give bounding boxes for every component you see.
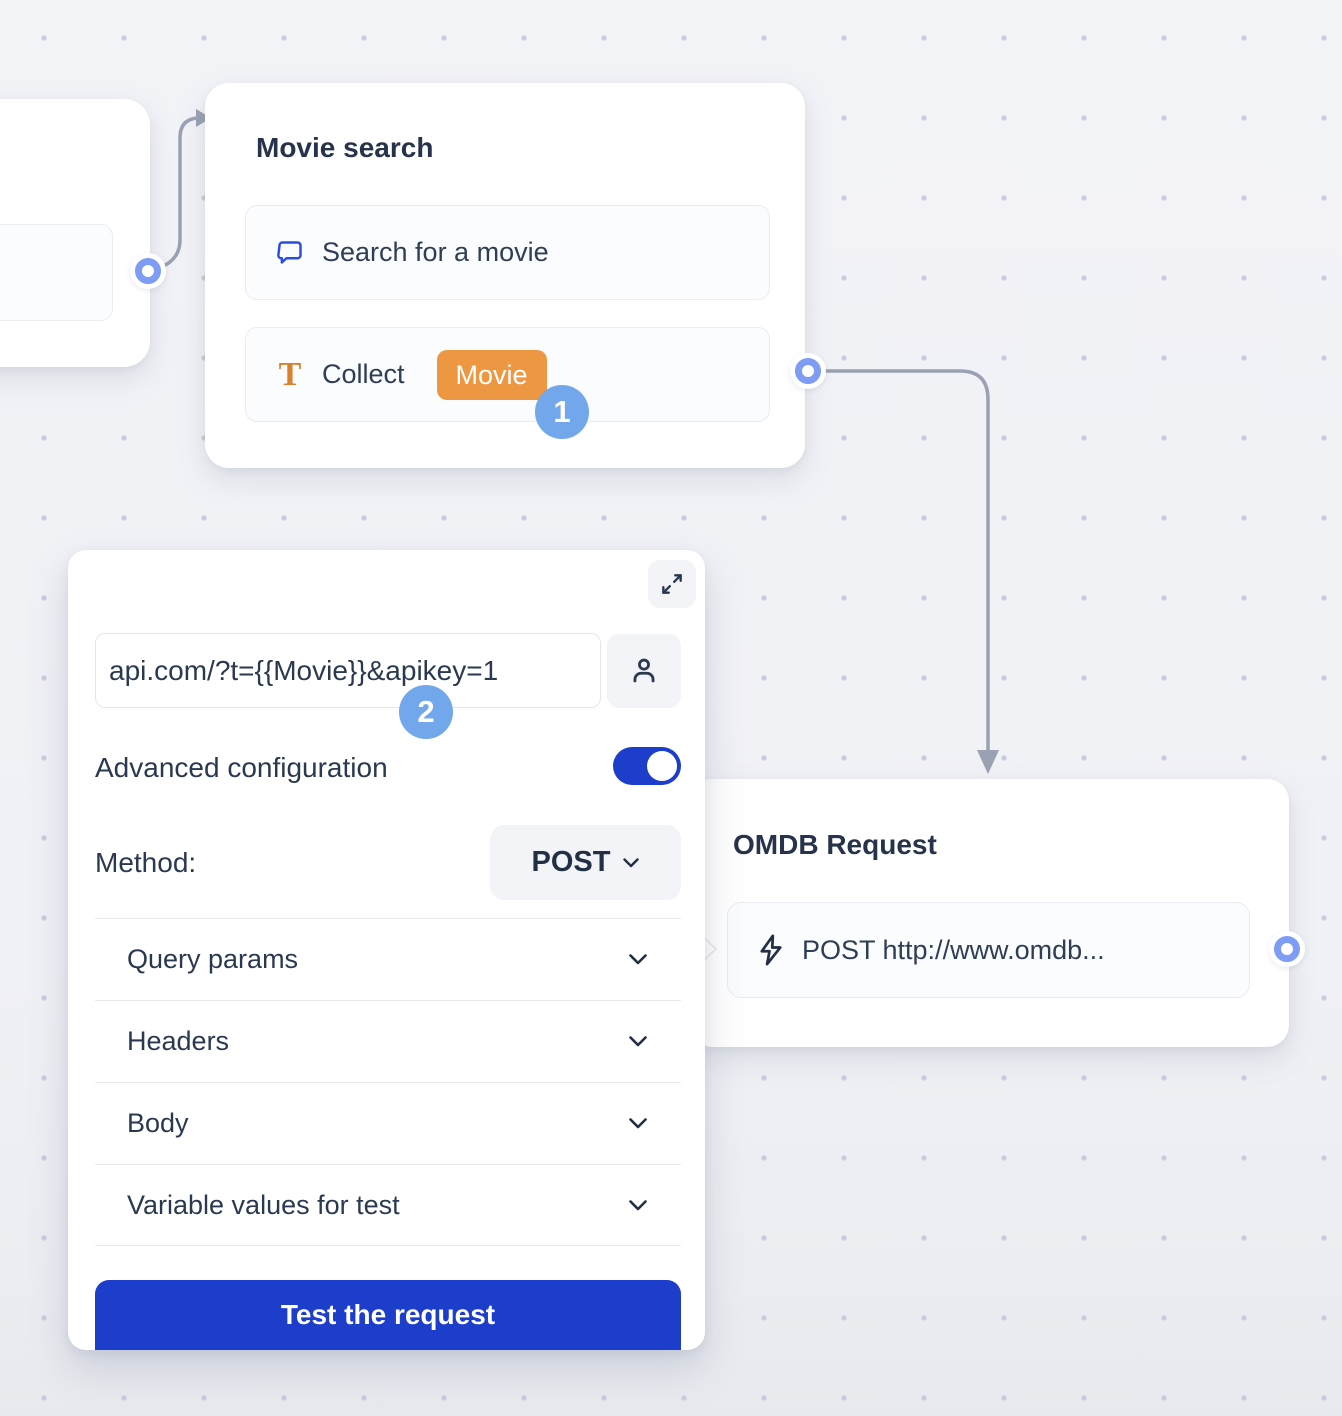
section-label: Variable values for test — [127, 1189, 400, 1220]
port-dot-icon — [1274, 936, 1300, 962]
advanced-configuration-toggle[interactable] — [613, 747, 681, 785]
method-value: POST — [531, 846, 611, 878]
expand-icon — [662, 574, 682, 594]
expand-button[interactable] — [648, 560, 696, 608]
chevron-down-icon — [629, 954, 647, 965]
text-collect-icon: T — [278, 355, 302, 393]
movie-search-output-port[interactable] — [790, 353, 826, 389]
input-notch-icon — [702, 936, 717, 962]
advanced-configuration-label: Advanced configuration — [95, 752, 388, 783]
url-input[interactable]: api.com/?t={{Movie}}&apikey=1 — [95, 633, 601, 708]
variable-badge[interactable]: Movie — [436, 349, 547, 400]
section-variable-values[interactable]: Variable values for test — [95, 1164, 681, 1246]
webhook-config-panel: api.com/?t={{Movie}}&apikey=1 Advanced c… — [68, 550, 705, 1350]
connector-left-to-movie — [159, 116, 202, 269]
port-dot-icon — [795, 358, 821, 384]
block-collect-input[interactable]: T Collect Movie — [245, 327, 770, 422]
collapsible-sections: Query params Headers Body Variable value… — [95, 918, 681, 1246]
chat-bubble-icon — [277, 240, 302, 264]
method-select[interactable]: POST — [490, 825, 681, 900]
chevron-down-icon — [629, 1118, 647, 1129]
section-label: Body — [127, 1108, 189, 1138]
port-dot-icon — [135, 258, 161, 284]
chevron-down-icon — [629, 1199, 647, 1210]
section-label: Headers — [127, 1026, 230, 1056]
section-body[interactable]: Body — [95, 1082, 681, 1164]
person-icon — [633, 658, 655, 683]
chevron-down-icon — [623, 857, 640, 867]
section-label: Query params — [127, 944, 299, 974]
previous-node-block[interactable] — [0, 224, 113, 321]
chevron-down-icon — [629, 1036, 647, 1047]
node-title: OMDB Request — [733, 829, 937, 860]
section-query-params[interactable]: Query params — [95, 918, 681, 1000]
node-title: Movie search — [256, 132, 434, 163]
connector-movie-to-omdb — [824, 369, 990, 753]
lightning-icon — [760, 934, 782, 966]
step-badge-2: 2 — [399, 685, 453, 739]
block-label: Search for a movie — [322, 237, 549, 267]
toggle-knob — [647, 751, 677, 781]
user-variables-button[interactable] — [607, 634, 681, 708]
movie-search-node-card[interactable]: Movie search Search for a movie T Collec… — [205, 83, 805, 468]
output-port[interactable] — [130, 253, 166, 289]
step-badge-1: 1 — [535, 385, 589, 439]
arrowhead-down-icon — [977, 750, 999, 774]
block-label: POST http://www.omdb... — [802, 934, 1105, 965]
test-request-button[interactable]: Test the request — [95, 1280, 681, 1350]
block-send-message[interactable]: Search for a movie — [245, 205, 770, 300]
omdb-request-node-card[interactable]: OMDB Request POST http://www.omdb... — [690, 779, 1289, 1047]
previous-node-card[interactable] — [0, 99, 150, 367]
section-headers[interactable]: Headers — [95, 1000, 681, 1082]
omdb-output-port[interactable] — [1269, 931, 1305, 967]
block-webhook-request[interactable]: POST http://www.omdb... — [727, 902, 1250, 998]
url-value: api.com/?t={{Movie}}&apikey=1 — [109, 654, 499, 686]
block-label: Collect — [322, 359, 405, 389]
method-label: Method: — [95, 847, 197, 878]
